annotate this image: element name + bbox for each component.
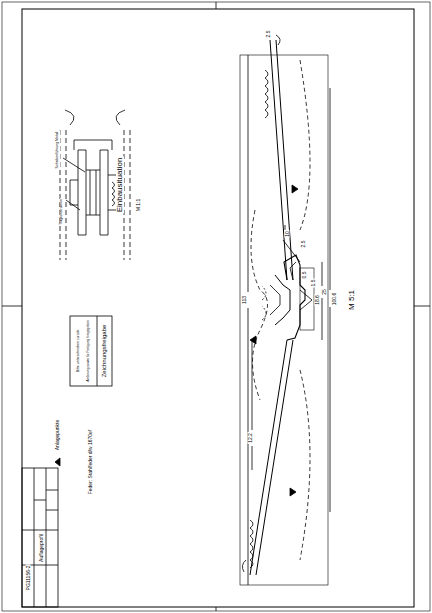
part-name: Tragkonstruktion [60, 198, 64, 226]
dimension: 0.5 [302, 271, 307, 280]
scale-note: M 1:1 [136, 198, 141, 213]
drawing-title: Auflageprofil [39, 533, 44, 563]
dimension: 100.6 [332, 292, 337, 307]
material-note: Feder: Stahlfeder d/w 1670ef [88, 429, 93, 496]
dimension: 12.2 [248, 432, 253, 444]
dimension: 2.5 [266, 30, 271, 39]
approval-note: Änderung sowie für Fertigung freigegeben [87, 319, 90, 383]
dimension: 10 [285, 230, 290, 238]
approval-note: Bitte unterschrieben zurück [77, 329, 81, 373]
part-name: Scheibenführung Metall [56, 131, 60, 170]
dimension: 1.5 [311, 279, 316, 288]
scale-note: M 5:1 [348, 289, 356, 311]
legend-note: Anlagepunkte [55, 419, 60, 452]
drawing-number: PG11156-2 [26, 565, 31, 592]
dimension: 25 [322, 288, 327, 296]
dimension: 18.6 [315, 294, 320, 306]
dimension: 2.5 [301, 240, 306, 249]
view-title: Einbausituation [116, 157, 124, 214]
approval-title: Zeichnungsfreigabe [101, 324, 107, 379]
dimension: 113 [242, 295, 247, 305]
